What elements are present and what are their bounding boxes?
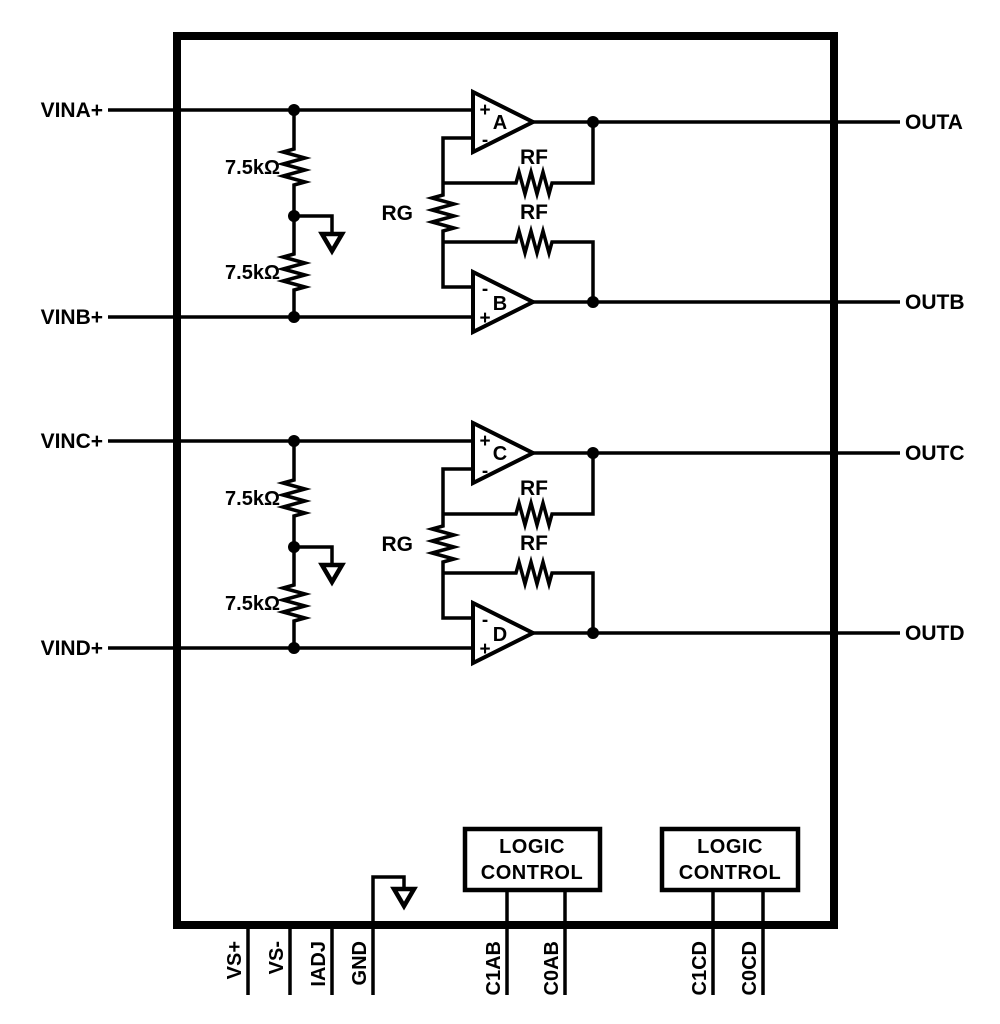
pin-label-vinc: VINC+ [41,430,103,453]
amp-d-plus-sign: + [479,639,490,660]
pin-label-c0ab: C0AB [541,941,563,995]
pin-label-iadj: IADJ [308,941,330,987]
junction-dot [587,447,599,459]
junction-dot [587,296,599,308]
pin-label-vs-minus: VS- [266,941,288,974]
resistor-value-label: 7.5kΩ [225,488,280,510]
junction-dot [288,642,300,654]
amp-c-triangle [471,419,538,487]
labels: VINA+ VINB+ VINC+ VIND+ OUTA OUTB OUTC O… [41,99,965,995]
logic-control-cd-line1: LOGIC [697,836,763,858]
amp-b-inverting-stub [441,242,473,289]
amp-a-minus-sign: - [482,130,488,151]
pin-label-c1ab: C1AB [483,941,505,995]
ground-stub-ab [294,214,334,235]
amp-c-plus-sign: + [479,431,490,452]
rf-label-d: RF [520,532,548,555]
amp-c-minus-sign: - [482,461,488,482]
amp-d-minus-sign: - [482,610,488,631]
junction-dot [288,435,300,447]
logic-control-ab-line2: CONTROL [481,862,583,884]
gnd-pin-wire [371,875,406,995]
junction-dot [288,311,300,323]
ground-arrow-cd [318,562,346,587]
rf-resistor-b [443,224,595,302]
amp-a-triangle [471,88,538,156]
pin-label-vinb: VINB+ [41,306,103,329]
amp-b-letter: B [493,293,507,315]
pin-label-c1cd: C1CD [689,941,711,995]
rg-label-cd: RG [382,533,414,556]
pin-label-vina: VINA+ [41,99,103,122]
rf-label-b: RF [520,201,548,224]
ground-stub-cd [294,545,334,566]
amp-a-inverting-stub [441,136,473,183]
pin-label-vind: VIND+ [41,637,103,660]
junction-dot [587,627,599,639]
amp-d-triangle [471,599,538,667]
ground-arrow-gnd [390,886,418,911]
section-ab [108,88,900,336]
junction-dot [288,210,300,222]
amp-d-inverting-stub [441,573,473,620]
logic-control-cd-line2: CONTROL [679,862,781,884]
rf-resistor-a [443,122,595,201]
amp-c-inverting-stub [441,467,473,514]
pin-label-gnd: GND [349,941,371,985]
amp-b-plus-sign: + [479,308,490,329]
pin-label-vs-plus: VS+ [224,941,246,979]
logic-control-box-cd [659,826,801,893]
pin-label-outb: OUTB [905,291,965,314]
amp-b-triangle [471,268,538,336]
bottom-pin-section [246,826,801,995]
section-cd [108,419,900,667]
rf-resistor-d [443,555,595,633]
amp-a-letter: A [493,112,507,134]
amp-a-plus-sign: + [479,100,490,121]
pin-label-c0cd: C0CD [739,941,761,995]
rf-label-c: RF [520,477,548,500]
junction-dot [288,104,300,116]
logic-control-box-ab [462,826,603,893]
pin-label-outc: OUTC [905,442,965,465]
resistor-value-label: 7.5kΩ [225,157,280,179]
amp-b-minus-sign: - [482,279,488,300]
rg-resistor-ab [425,183,461,242]
amp-c-letter: C [493,443,507,465]
rf-resistor-c [443,453,595,532]
ground-arrow-ab [318,231,346,256]
amp-d-letter: D [493,624,507,646]
pin-label-outd: OUTD [905,622,965,645]
resistor-value-label: 7.5kΩ [225,593,280,615]
rg-label-ab: RG [382,202,414,225]
junction-dot [587,116,599,128]
pin-label-outa: OUTA [905,111,963,134]
resistor-value-label: 7.5kΩ [225,262,280,284]
rg-resistor-cd [425,514,461,573]
logic-control-ab-line1: LOGIC [499,836,565,858]
rf-label-a: RF [520,146,548,169]
junction-dot [288,541,300,553]
